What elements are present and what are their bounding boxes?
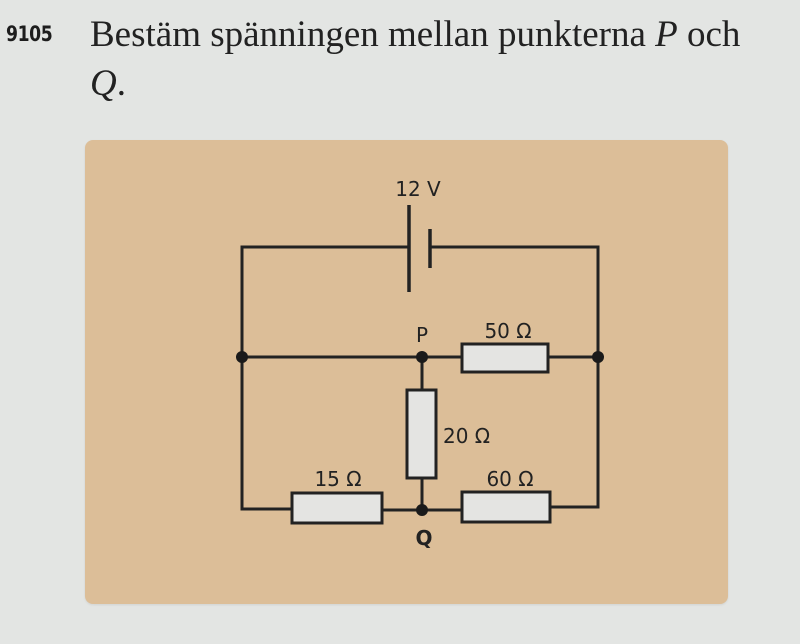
resistor-20-label: 20 Ω <box>443 424 490 448</box>
node-p-label: P <box>416 323 428 347</box>
question-text-start: Bestäm spänningen mellan punkterna <box>90 14 656 55</box>
resistor-15-ohm <box>290 491 384 525</box>
question-text: Bestäm spänningen mellan punkterna P och… <box>90 10 770 108</box>
node-q <box>416 504 428 516</box>
wire-top-left <box>240 245 411 359</box>
wire-right-bottom <box>546 355 600 509</box>
question-text-end: . <box>116 63 126 104</box>
resistor-60-label: 60 Ω <box>486 467 533 491</box>
resistor-20-ohm <box>405 388 438 480</box>
node-right <box>592 351 604 363</box>
wire-top-right <box>428 245 600 359</box>
resistor-15-label: 15 Ω <box>314 467 361 491</box>
resistor-60-ohm <box>460 490 552 524</box>
wire-left-bottom <box>240 355 294 511</box>
resistor-50-ohm <box>460 342 550 374</box>
problem-number: 9105 <box>6 22 53 46</box>
battery-label: 12 V <box>395 177 441 201</box>
node-left <box>236 351 248 363</box>
circuit-panel <box>85 140 728 604</box>
node-p <box>416 351 428 363</box>
variable-q: Q <box>90 63 117 104</box>
variable-p: P <box>655 14 678 55</box>
question-text-mid: och <box>677 14 741 55</box>
resistor-50-label: 50 Ω <box>484 319 531 343</box>
node-q-label: Q <box>415 526 432 550</box>
